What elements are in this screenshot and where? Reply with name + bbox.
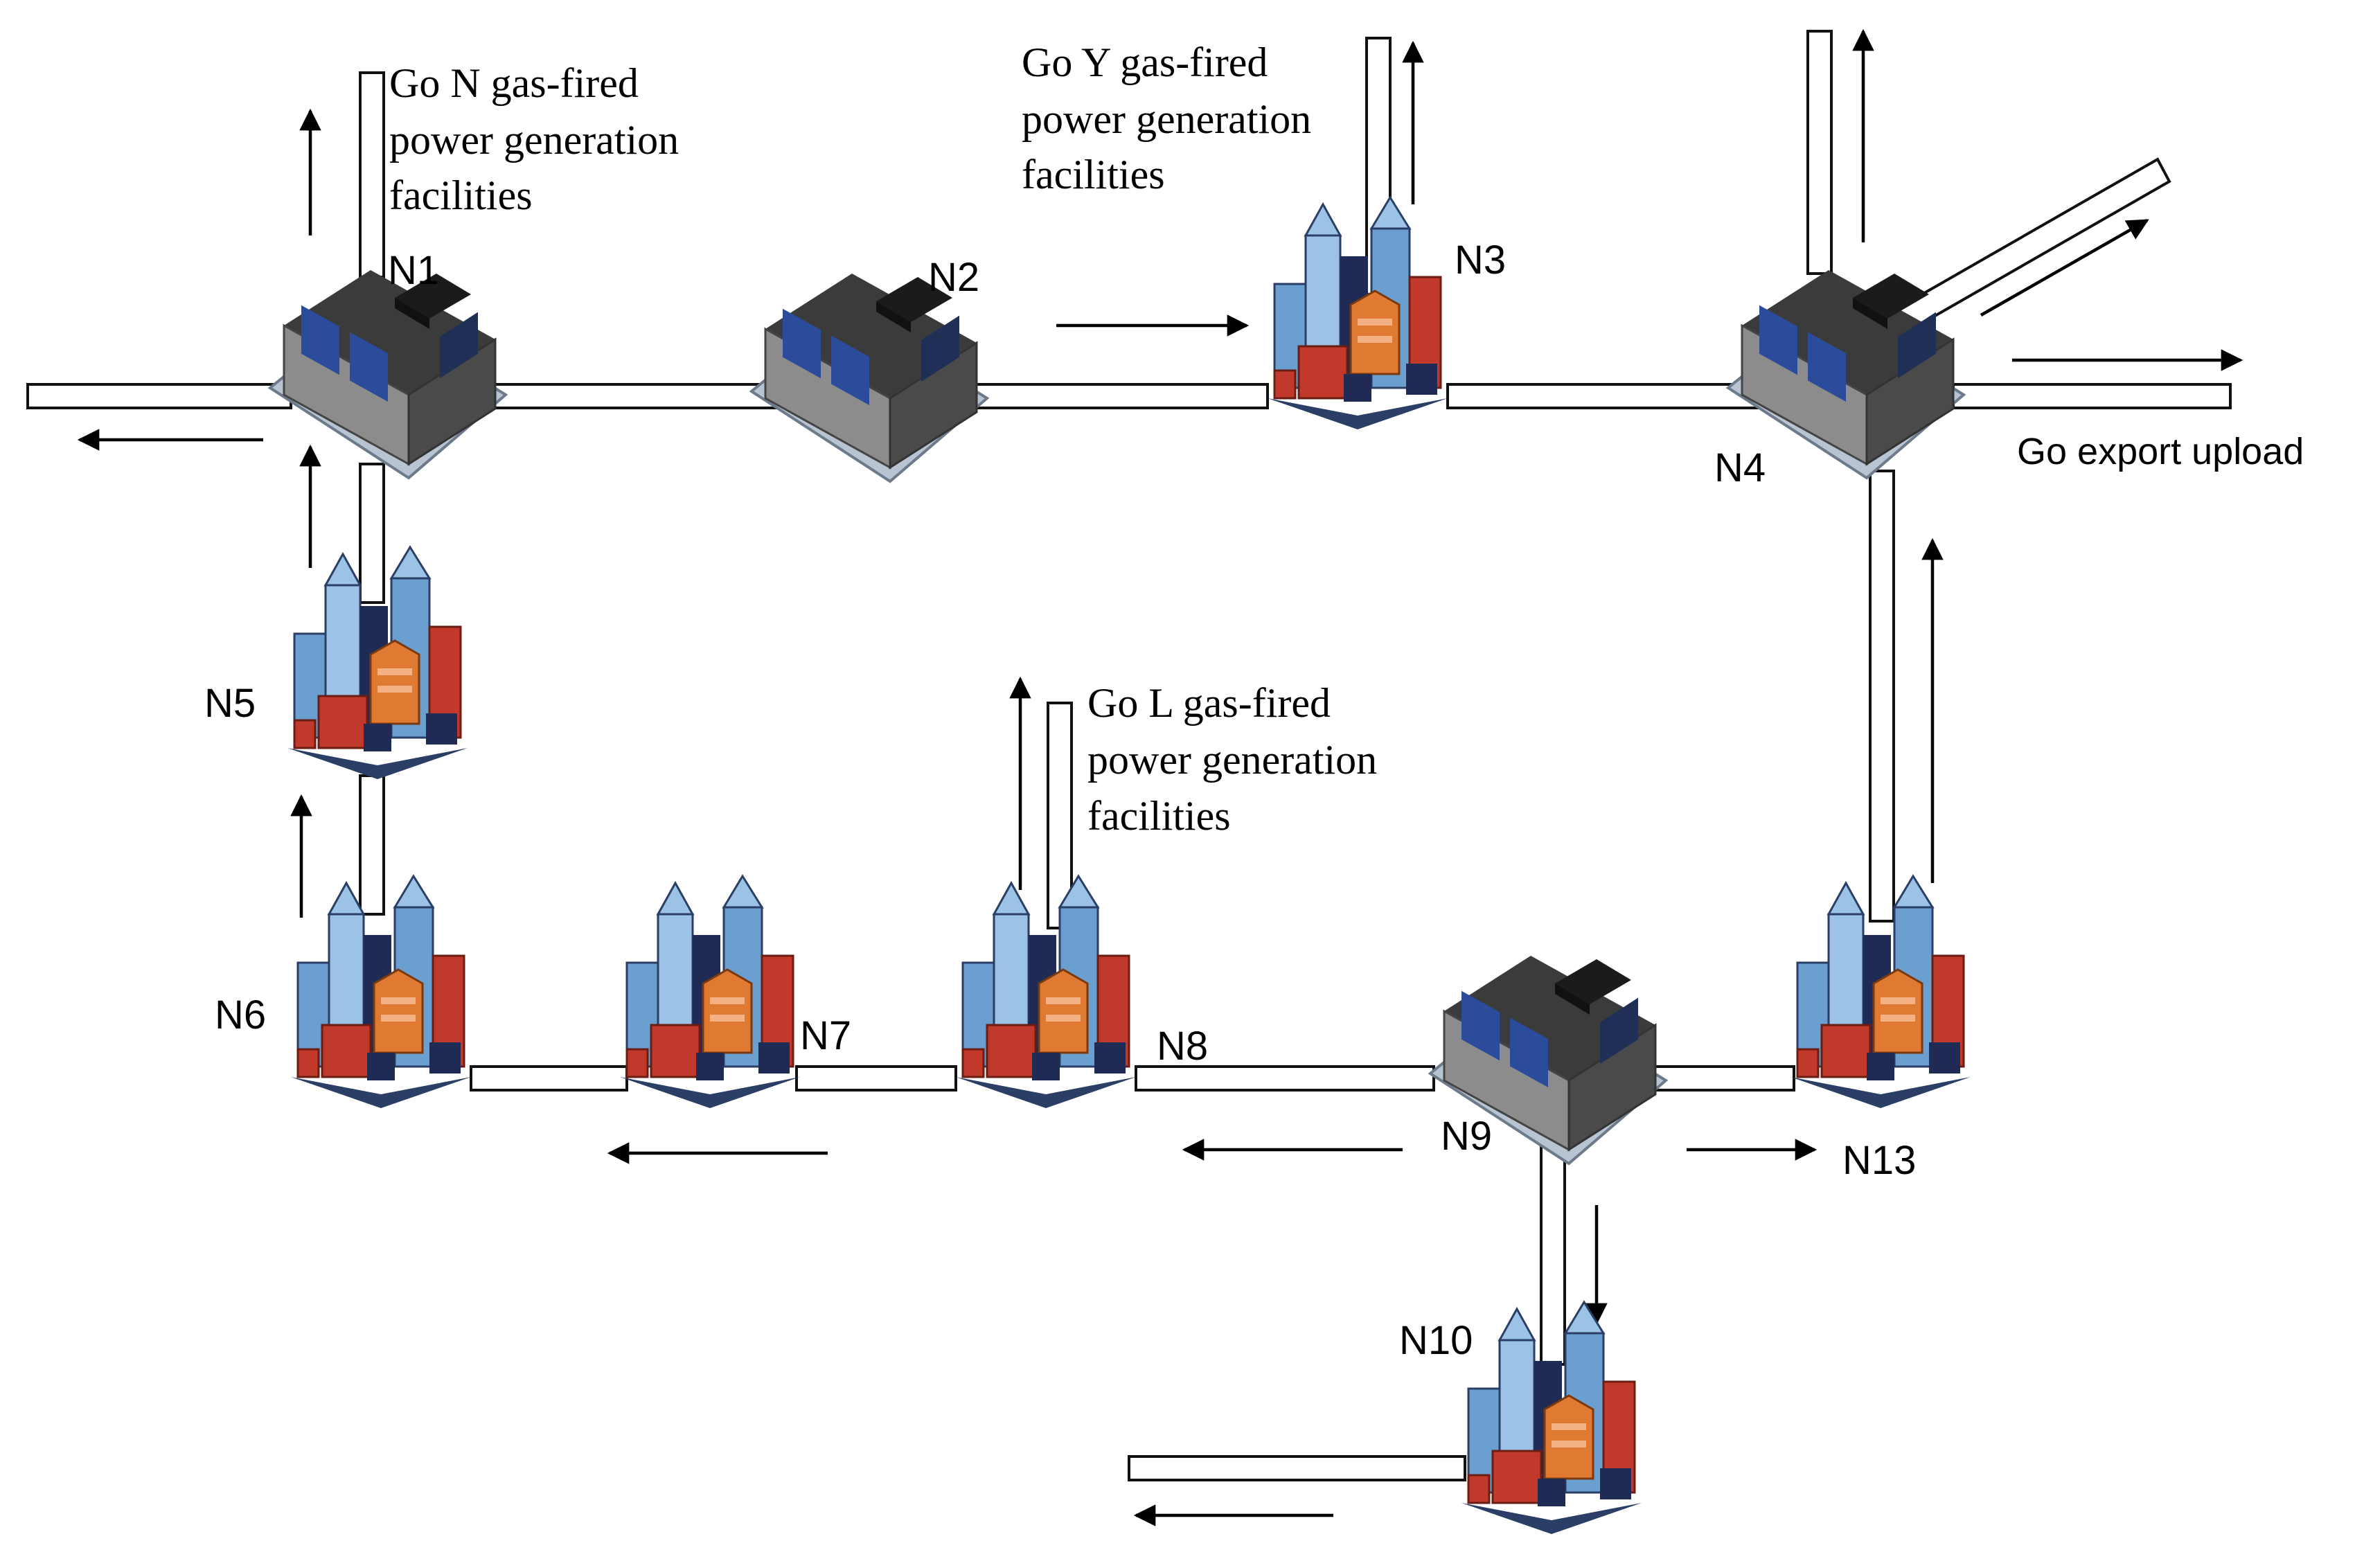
pipe-n4-east-stub	[1952, 383, 2232, 409]
annotation-n-facility-line3: facilities	[389, 172, 533, 218]
flow-arrows	[77, 28, 2243, 1526]
pipe-n5-n6	[359, 774, 385, 916]
pipe-n10-west-stub	[1128, 1455, 1466, 1481]
city-icon-n7	[619, 875, 801, 1110]
annotation-n-facility-line2: power generation	[389, 117, 679, 163]
city-icon-n3	[1266, 196, 1449, 431]
pipe-n7-n8	[795, 1065, 957, 1092]
pipe-n1-branch-north	[359, 71, 385, 278]
node-labels: N1 N2 N3 N4 N5 N6 N7 N8 N9 N13 N10	[204, 238, 1916, 1363]
node-label-n9: N9	[1441, 1114, 1492, 1159]
annotation-l-facility: Go L gas-fired power generation faciliti…	[1087, 680, 1377, 839]
pipelines	[26, 30, 2232, 1481]
node-label-n13: N13	[1842, 1138, 1916, 1183]
node-label-n5: N5	[204, 681, 256, 726]
pipe-top-west-stub	[26, 383, 292, 409]
pipe-n8-n9	[1135, 1065, 1435, 1092]
annotation-y-facility-line1: Go Y gas-fired	[1022, 39, 1268, 85]
annotation-y-facility: Go Y gas-fired power generation faciliti…	[1022, 39, 1311, 197]
pipe-n9-n10	[1540, 1134, 1566, 1366]
pipe-n1-n5	[359, 463, 385, 604]
station-icon-n2	[750, 272, 988, 483]
annotation-l-facility-line1: Go L gas-fired	[1087, 680, 1331, 726]
node-label-n6: N6	[215, 992, 266, 1037]
annotation-y-facility-line3: facilities	[1022, 152, 1165, 197]
node-label-n3: N3	[1455, 238, 1506, 283]
pipe-n4-n13	[1869, 470, 1895, 923]
city-icon-n8	[954, 875, 1137, 1110]
node-label-n7: N7	[800, 1013, 851, 1058]
node-label-n4: N4	[1714, 445, 1766, 490]
pipe-n4-branch-north	[1806, 30, 1833, 275]
pipe-n1-n2	[483, 383, 777, 409]
pipe-n9-n13	[1640, 1065, 1795, 1092]
annotation-n-facility: Go N gas-fired power generation faciliti…	[389, 60, 679, 218]
annotation-y-facility-line2: power generation	[1022, 96, 1311, 142]
node-label-n10: N10	[1399, 1318, 1473, 1363]
annotation-l-facility-line2: power generation	[1087, 737, 1377, 783]
node-label-n2: N2	[928, 255, 979, 300]
flow-arrow-n4-northeast	[1980, 219, 2149, 317]
pipe-n4-branch-northeast	[1896, 157, 2171, 332]
pipe-n2-n3	[968, 383, 1269, 409]
annotation-l-facility-line3: facilities	[1087, 793, 1231, 839]
pipe-n3-n4	[1446, 383, 1775, 409]
pipe-n6-n7	[470, 1065, 628, 1092]
node-label-n8: N8	[1157, 1024, 1208, 1069]
annotation-export: Go export upload	[2017, 431, 2304, 472]
annotation-n-facility-line1: Go N gas-fired	[389, 60, 639, 106]
node-label-n1: N1	[388, 248, 439, 293]
station-icon-n1	[269, 269, 507, 479]
